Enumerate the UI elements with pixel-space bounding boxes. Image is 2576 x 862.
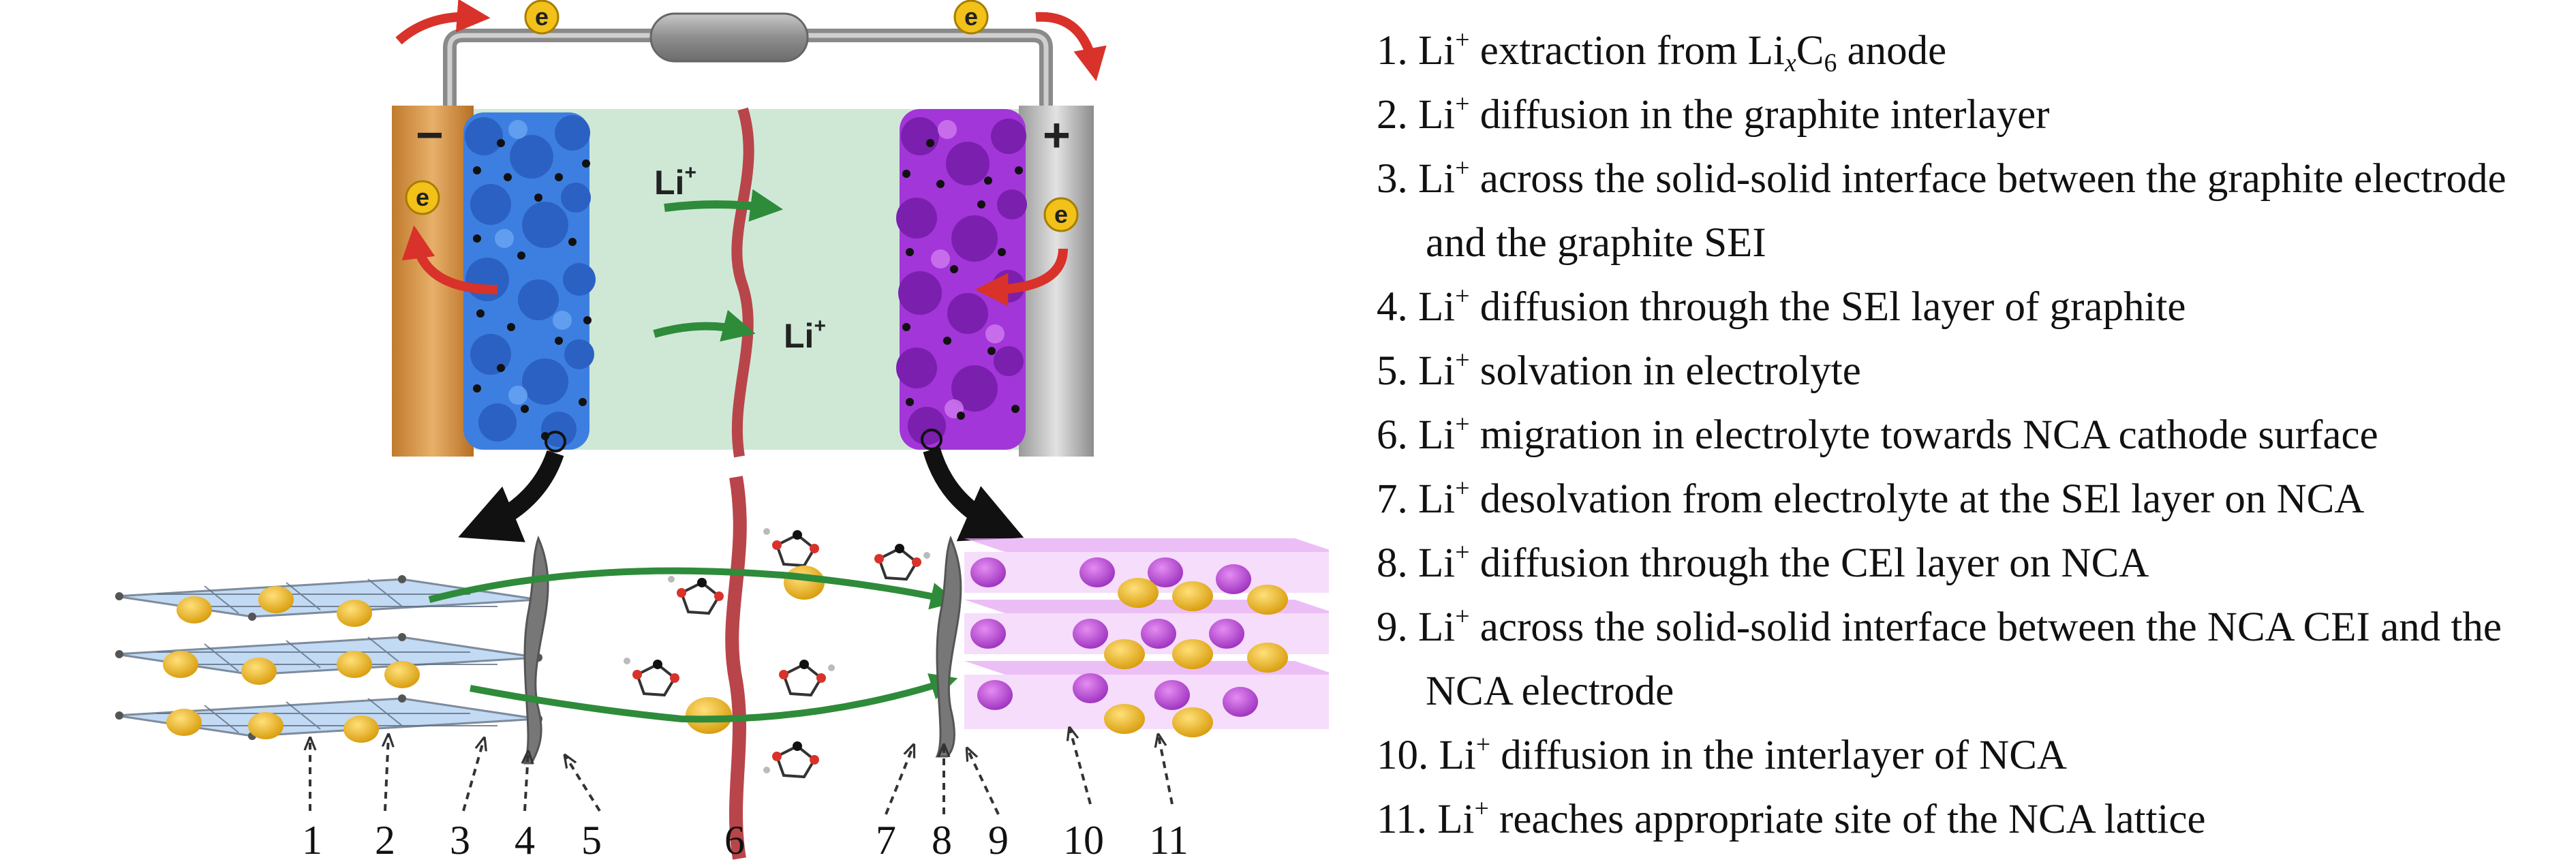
step-2: 2. Li+ diffusion in the graphite interla… xyxy=(1377,89,2050,138)
steps-list: 1. Li+ extraction from LixC6 anode 2. Li… xyxy=(1377,19,2562,852)
load-resistor xyxy=(649,12,809,63)
electron-arrow-top-left xyxy=(395,0,491,45)
battery-diagram: − + e e e e Li+ Li+ xyxy=(115,0,1329,862)
electron-badge-4: e xyxy=(1043,197,1079,232)
zoom-arrow-anode xyxy=(458,450,564,542)
callout-6: 6 xyxy=(724,818,745,862)
li-arrow-bottom-1 xyxy=(428,567,958,610)
anode-li-dots xyxy=(473,139,592,440)
li-arrow-bottom-2 xyxy=(470,673,958,723)
li-label-1: Li+ xyxy=(654,161,696,202)
graphite-sei xyxy=(523,535,549,765)
electron-arrow-anode xyxy=(401,225,498,294)
callout-8: 8 xyxy=(932,818,952,862)
callout-7: 7 xyxy=(876,818,896,862)
step-6: 6. Li+ migration in electrolyte towards … xyxy=(1377,410,2378,458)
callout-arrows xyxy=(310,729,1174,815)
graphite-li-ions xyxy=(163,586,420,743)
li-label-2: Li+ xyxy=(784,315,826,355)
nca-cei xyxy=(935,535,962,758)
step-4: 4. Li+ diffusion through the SEl layer o… xyxy=(1377,281,2186,330)
solvated-li-1 xyxy=(784,566,825,600)
graphite-anode xyxy=(463,112,596,452)
svg-text:e: e xyxy=(964,3,978,31)
zoom-arrow-cathode xyxy=(923,447,1024,542)
callout-2: 2 xyxy=(375,818,395,862)
electron-arrow-top-right xyxy=(1035,12,1107,82)
minus-sign: − xyxy=(416,108,444,161)
svg-text:Li+: Li+ xyxy=(654,161,696,202)
callout-11: 11 xyxy=(1149,818,1189,862)
step-1: 1. Li+ extraction from LixC6 anode xyxy=(1377,25,1947,78)
svg-text:Li+: Li+ xyxy=(784,315,826,355)
plus-sign: + xyxy=(1043,108,1071,161)
separator-zoom xyxy=(725,476,747,860)
svg-text:e: e xyxy=(1054,200,1068,228)
step-8: 8. Li+ diffusion through the CEl layer o… xyxy=(1377,538,2149,586)
callout-10: 10 xyxy=(1063,818,1104,862)
graphite-layers xyxy=(115,575,542,743)
li-arrow-top-2 xyxy=(653,309,756,342)
step-9: 9. Li+ across the solid-solid interface … xyxy=(1377,602,2502,714)
step-7: 7. Li+ desolvation from electrolyte at t… xyxy=(1377,474,2365,522)
solvated-li-2 xyxy=(686,697,732,734)
nca-layers xyxy=(964,538,1329,737)
callout-4: 4 xyxy=(515,818,535,862)
callout-9: 9 xyxy=(988,818,1009,862)
step-10: 10. Li+ diffusion in the interlayer of N… xyxy=(1377,730,2067,778)
electron-badge-3: e xyxy=(405,180,440,215)
cathode-li-dots xyxy=(902,139,1023,420)
step-5: 5. Li+ solvation in electrolyte xyxy=(1377,345,1861,394)
separator xyxy=(731,107,754,458)
electron-arrow-cathode xyxy=(975,248,1068,307)
callout-numbers: 1 2 3 4 5 6 7 8 9 10 11 xyxy=(302,818,1189,862)
callout-3: 3 xyxy=(450,818,470,862)
svg-text:e: e xyxy=(416,183,429,211)
callout-1: 1 xyxy=(302,818,322,862)
electron-badge-1: e xyxy=(524,0,559,35)
step-3: 3. Li+ across the solid-solid interface … xyxy=(1377,153,2506,266)
nca-cathode xyxy=(896,109,1027,450)
callout-5: 5 xyxy=(581,818,602,862)
electron-badge-2: e xyxy=(953,0,989,35)
step-11: 11. Li+ reaches appropriate site of the … xyxy=(1377,794,2206,842)
li-arrow-top-1 xyxy=(664,189,784,222)
svg-text:e: e xyxy=(535,3,549,31)
